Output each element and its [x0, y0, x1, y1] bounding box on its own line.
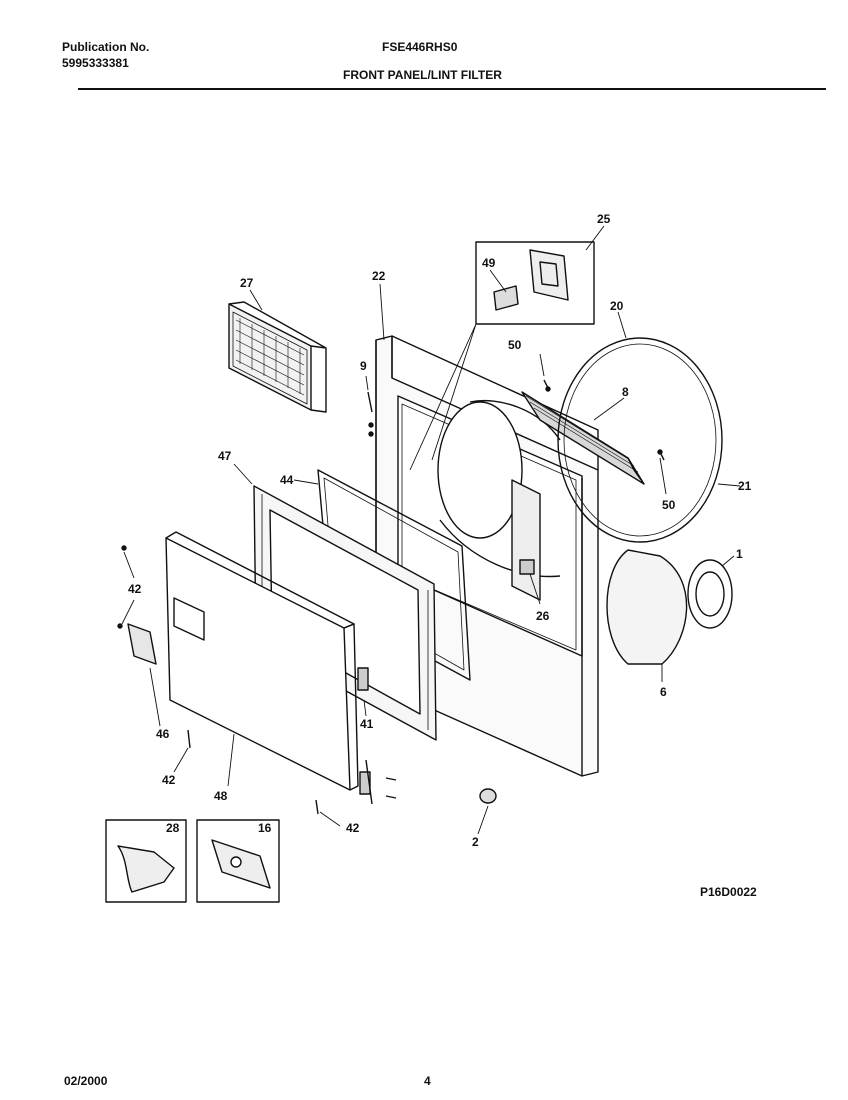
callout-leader-lines: [121, 225, 741, 835]
drum-seal-ring-drawing: [557, 337, 723, 543]
screw-9-drawing: [367, 391, 374, 437]
screws-50-drawing: [543, 379, 665, 461]
callout-20: 20: [610, 299, 624, 313]
callout-22: 22: [372, 269, 386, 283]
section-title: FRONT PANEL/LINT FILTER: [343, 68, 502, 82]
outer-door-drawing: [165, 531, 359, 791]
callout-9: 9: [360, 359, 367, 373]
knob-drawing: [479, 788, 497, 804]
callout-27: 27: [240, 276, 254, 290]
callout-25: 25: [597, 212, 611, 226]
inset-box-49-25: [475, 241, 595, 325]
publication-label: Publication No.: [62, 40, 150, 54]
callout-41: 41: [360, 717, 374, 731]
lint-filter-drawing: [228, 301, 327, 413]
callout-labels: 27 22 9 25 49 20 50 8 21 50 47 44 1 42 26 6 46 41 42 48 42 2 2…: [128, 212, 752, 849]
callout-16: 16: [258, 821, 272, 835]
footer-page-number: 4: [424, 1074, 431, 1088]
callout-21: 21: [738, 479, 752, 493]
door-catch-drawing: [117, 545, 397, 815]
callout-47: 47: [218, 449, 232, 463]
callout-1: 1: [736, 547, 743, 561]
callout-50: 50: [508, 338, 522, 352]
callout-46: 46: [156, 727, 170, 741]
callout-44: 44: [280, 473, 294, 487]
callout-49: 49: [482, 256, 496, 270]
lint-duct-drawing: [521, 391, 645, 485]
callout-42: 42: [346, 821, 360, 835]
exhaust-duct-drawing: [606, 549, 733, 665]
callout-8: 8: [622, 385, 629, 399]
door-hinge-drawing: [357, 667, 373, 805]
callout-6: 6: [660, 685, 667, 699]
callout-2: 2: [472, 835, 479, 849]
callout-42: 42: [162, 773, 176, 787]
inset-box-16: [196, 819, 280, 903]
publication-number: 5995333381: [62, 56, 129, 70]
callout-28: 28: [166, 821, 180, 835]
footer-date: 02/2000: [64, 1074, 108, 1088]
callout-26: 26: [536, 609, 550, 623]
drum-bulkhead-drawing: [437, 399, 561, 601]
header-rule: [78, 88, 826, 90]
callout-48: 48: [214, 789, 228, 803]
inset-box-28: [105, 819, 187, 903]
callout-42: 42: [128, 582, 142, 596]
model-number: FSE446RHS0: [382, 40, 458, 54]
drawing-code: P16D0022: [700, 885, 757, 899]
callout-50: 50: [662, 498, 676, 512]
